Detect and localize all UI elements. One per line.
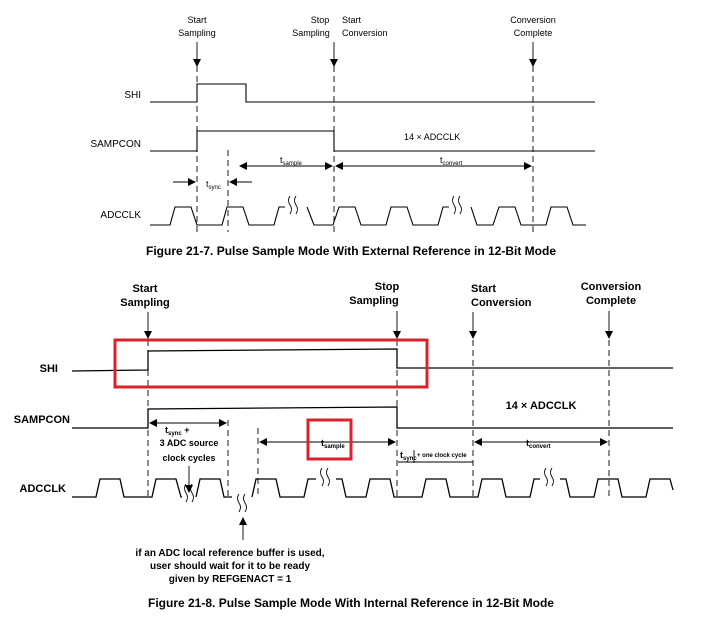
t-sync-plus-label: 3 ADC source: [160, 438, 219, 448]
shi-waveform: [71, 348, 673, 372]
label-start: Start: [132, 283, 157, 295]
adcclk-waveform: [72, 478, 674, 498]
sampcon-waveform: [150, 130, 595, 152]
label-complete: Complete: [514, 28, 553, 38]
label-conversion: Conversion: [471, 297, 532, 309]
label-complete: Complete: [586, 295, 636, 307]
t-convert-label: tconvert: [440, 155, 463, 167]
label-start: Start: [471, 283, 496, 295]
clock-count-note: 14 × ADCCLK: [506, 400, 577, 412]
label-sampling: Sampling: [292, 28, 330, 38]
label-sampling: Sampling: [349, 295, 399, 307]
adcclk-waveform: [150, 206, 586, 226]
clock-break-symbol: [320, 467, 330, 487]
label-sampling: Sampling: [120, 297, 170, 309]
signal-label-shi: SHI: [124, 90, 141, 101]
signal-label-adcclk: ADCCLK: [20, 483, 66, 495]
signal-label-sampcon: SAMPCON: [14, 414, 70, 426]
note-line: if an ADC local reference buffer is used…: [135, 548, 324, 559]
t-sample-label: tsample: [280, 155, 303, 167]
sampcon-waveform: [72, 406, 673, 429]
shi-waveform: [150, 83, 595, 103]
label-conversion: Conversion: [510, 15, 556, 25]
clock-count-note: 14 × ADCCLK: [404, 132, 460, 142]
note-line: user should wait for it to be ready: [150, 561, 310, 572]
clock-break-symbol: [237, 493, 247, 513]
label-sampling: Sampling: [178, 28, 216, 38]
clock-break-symbol: [288, 195, 298, 215]
t-sync-plus-label: clock cycles: [162, 453, 215, 463]
clock-break-symbol: [184, 483, 194, 503]
label-start: Start: [187, 15, 207, 25]
signal-label-shi: SHI: [40, 363, 58, 375]
highlight-box-shi: [113, 338, 429, 389]
figure-21-7: Start Sampling Stop Sampling Start Conve…: [90, 15, 595, 258]
t-sync-one-label: tsync: [400, 450, 417, 462]
t-sample-label: tsample: [321, 438, 345, 450]
label-conversion: Conversion: [581, 281, 642, 293]
signal-label-adcclk: ADCCLK: [100, 210, 141, 221]
t-convert-label: tconvert: [526, 438, 551, 450]
t-sync-plus-label: tsync +: [165, 425, 189, 437]
label-conversion: Conversion: [342, 28, 388, 38]
clock-break-symbol: [452, 195, 462, 215]
t-sync-one-label: + one clock cycle: [417, 453, 467, 459]
highlight-box-t-sample: [306, 418, 353, 461]
t-sync-label: tsync: [206, 179, 221, 191]
figure-caption: Figure 21-8. Pulse Sample Mode With Inte…: [148, 596, 554, 610]
label-stop: Stop: [311, 15, 330, 25]
label-start: Start: [342, 15, 362, 25]
note-line: given by REFGENACT = 1: [169, 574, 292, 585]
signal-label-sampcon: SAMPCON: [90, 139, 141, 150]
figure-caption: Figure 21-7. Pulse Sample Mode With Exte…: [146, 244, 556, 258]
clock-break-symbol: [544, 467, 554, 487]
figure-21-8: Start Sampling Stop Sampling Start Conve…: [14, 281, 674, 610]
label-stop: Stop: [375, 281, 400, 293]
